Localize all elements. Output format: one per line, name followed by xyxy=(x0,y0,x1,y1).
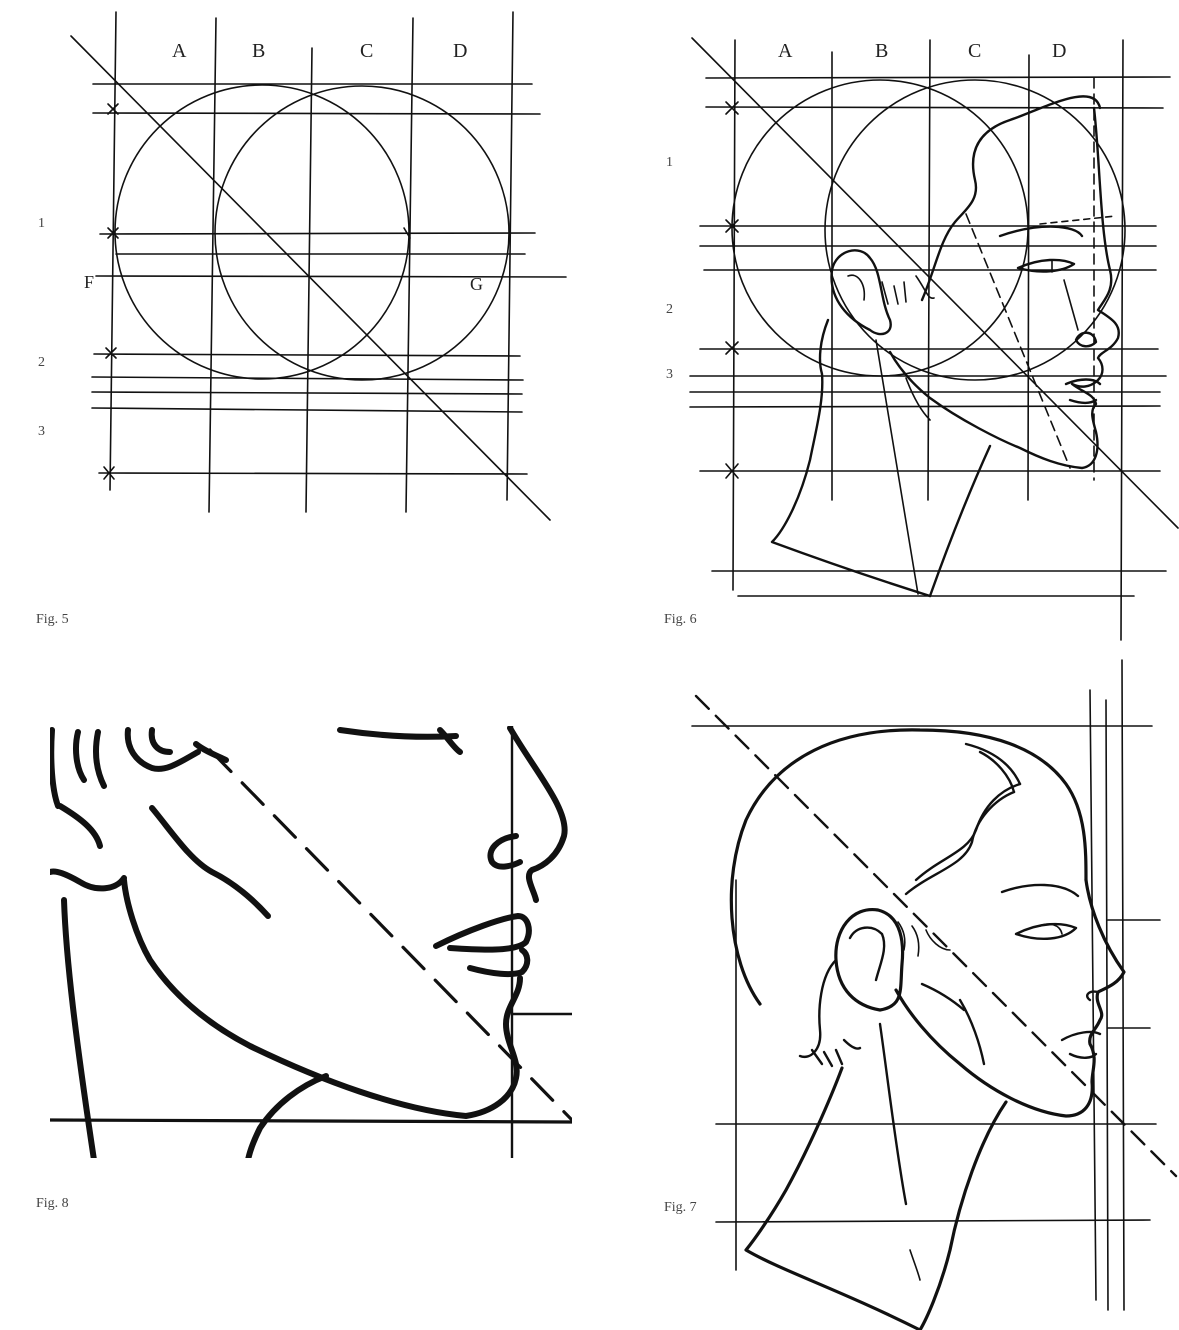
fig7-caption: Fig. 7 xyxy=(664,1200,697,1216)
fig5-column-a: A xyxy=(172,40,186,63)
fig6-row-2: 2 xyxy=(666,302,673,318)
fig6-row-1: 1 xyxy=(666,155,673,171)
fig5-caption: Fig. 5 xyxy=(36,612,69,628)
fig6-row-3: 3 xyxy=(666,367,673,383)
fig5-row-3: 3 xyxy=(38,424,45,440)
fig6-column-a: A xyxy=(778,40,792,63)
fig6-column-d: D xyxy=(1052,40,1066,63)
fig8-chin-detail xyxy=(0,640,600,1200)
fig5-column-b: B xyxy=(252,40,265,63)
fig5-point-f: F xyxy=(84,272,94,293)
fig5-row-2: 2 xyxy=(38,355,45,371)
fig6-column-b: B xyxy=(875,40,888,63)
fig5-column-d: D xyxy=(453,40,467,63)
fig6-caption: Fig. 6 xyxy=(664,612,697,628)
fig5-point-g: G xyxy=(470,274,483,295)
fig6-profile-construction xyxy=(600,0,1179,640)
fig7-finished-profile xyxy=(600,640,1179,1330)
fig8-caption: Fig. 8 xyxy=(36,1196,69,1212)
fig5-column-c: C xyxy=(360,40,373,63)
fig5-row-1: 1 xyxy=(38,216,45,232)
fig6-column-c: C xyxy=(968,40,981,63)
fig5-construction-grid xyxy=(0,0,600,640)
